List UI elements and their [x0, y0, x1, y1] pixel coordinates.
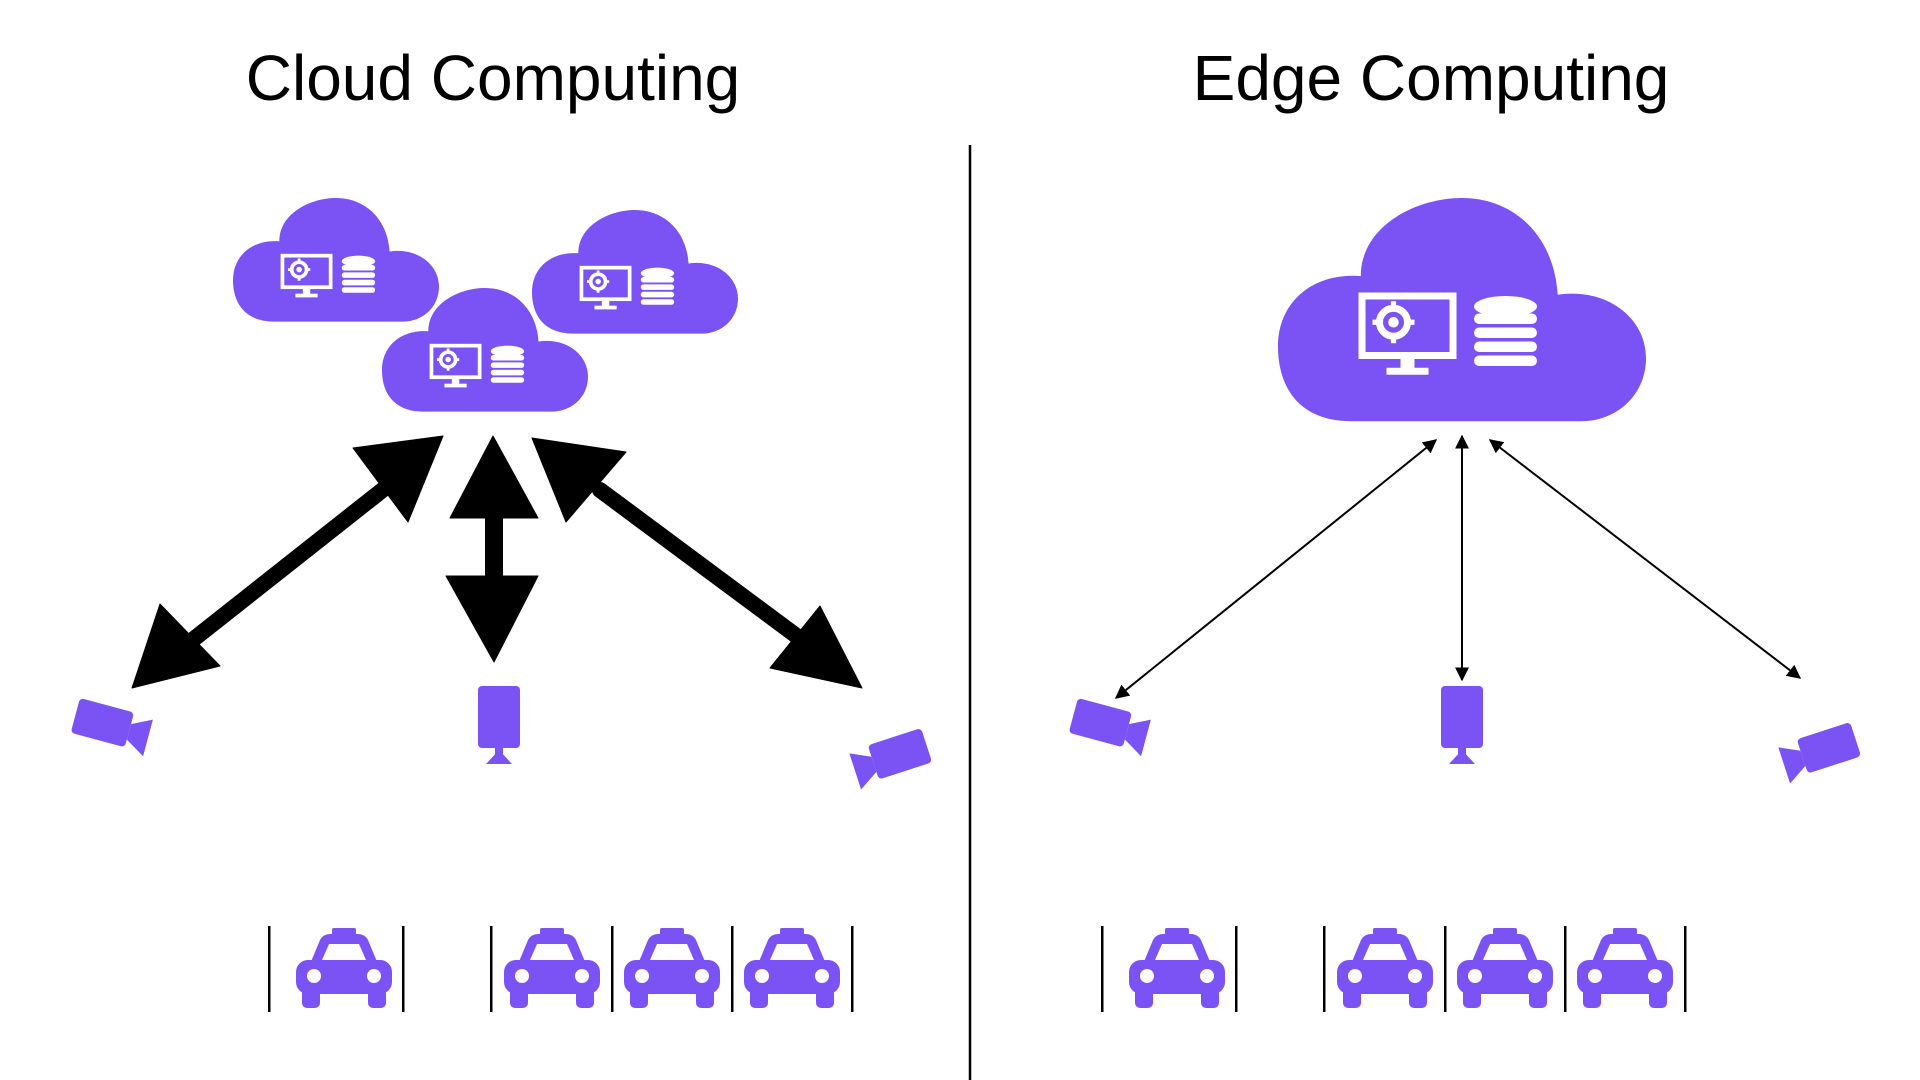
camera-icon [478, 686, 520, 764]
heavy-arrow-center [445, 435, 539, 663]
taxi-icon [1577, 928, 1673, 1008]
camera-icon [848, 728, 934, 790]
taxi-icon [1337, 928, 1433, 1008]
camera-icon [1777, 722, 1863, 784]
camera-icon [1067, 698, 1152, 757]
parking-line [611, 926, 614, 1012]
taxi-icon [1129, 928, 1225, 1008]
taxi-icon [624, 928, 720, 1008]
parking-line [490, 926, 493, 1012]
cloud-computing-title: Cloud Computing [245, 42, 741, 114]
parking-line [1235, 926, 1238, 1012]
edge-panel [1067, 198, 1863, 1012]
edge-cloud-node [1278, 198, 1646, 422]
parking-line [851, 926, 854, 1012]
cloud-icon [233, 198, 439, 322]
taxi-icon [296, 928, 392, 1008]
cloud-node-1 [233, 198, 439, 322]
parking-line [1444, 926, 1447, 1012]
parking-line [731, 926, 734, 1012]
cloud-panel [69, 198, 934, 1012]
taxi-icon [744, 928, 840, 1008]
parking-line [1101, 926, 1104, 1012]
parking-line [1323, 926, 1326, 1012]
heavy-arrow-right [531, 437, 863, 689]
heavy-arrow-left [131, 435, 444, 689]
taxi-icon [504, 928, 600, 1008]
parking-line [1684, 926, 1687, 1012]
thin-arrow-right [1488, 439, 1802, 679]
edge-computing-title: Edge Computing [1192, 42, 1670, 114]
cloud-node-2 [532, 210, 738, 334]
cloud-icon [1278, 198, 1646, 422]
heavy-connections [131, 435, 863, 689]
cloud-icon [532, 210, 738, 334]
camera-icon [1441, 686, 1483, 764]
thin-connections [1114, 434, 1802, 699]
taxi-icon [1457, 928, 1553, 1008]
thin-arrow-left [1114, 439, 1438, 699]
parking-line [268, 926, 271, 1012]
parking-line [402, 926, 405, 1012]
parking-line [1564, 926, 1567, 1012]
camera-icon [69, 698, 154, 757]
